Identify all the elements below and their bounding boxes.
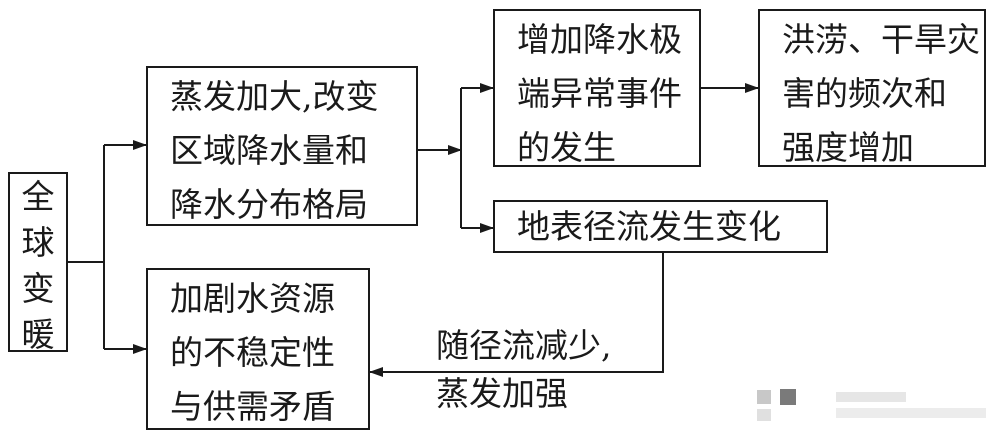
- watermark: [836, 392, 906, 402]
- node-surface-runoff-change: 地表径流发生变化: [493, 200, 828, 253]
- node-water-resources-instability: 加剧水资源 的不稳定性 与供需矛盾: [146, 268, 370, 430]
- arrow-runoff-to-water-resources: [369, 253, 664, 377]
- watermark: [836, 408, 986, 418]
- watermark: [757, 409, 771, 421]
- node-evaporation-precipitation: 蒸发加大,改变 区域降水量和 降水分布格局: [146, 66, 418, 226]
- watermark: [780, 389, 796, 405]
- node-floods-droughts: 洪涝、干旱灾 害的频次和 强度增加: [758, 9, 986, 167]
- edge-label-runoff-to-water-resources: 随径流减少, 蒸发加强: [436, 326, 612, 413]
- node-extreme-precipitation-events: 增加降水极 端异常事件 的发生: [493, 9, 701, 167]
- watermark: [757, 390, 771, 404]
- node-global-warming: 全 球 变 暖: [8, 172, 68, 354]
